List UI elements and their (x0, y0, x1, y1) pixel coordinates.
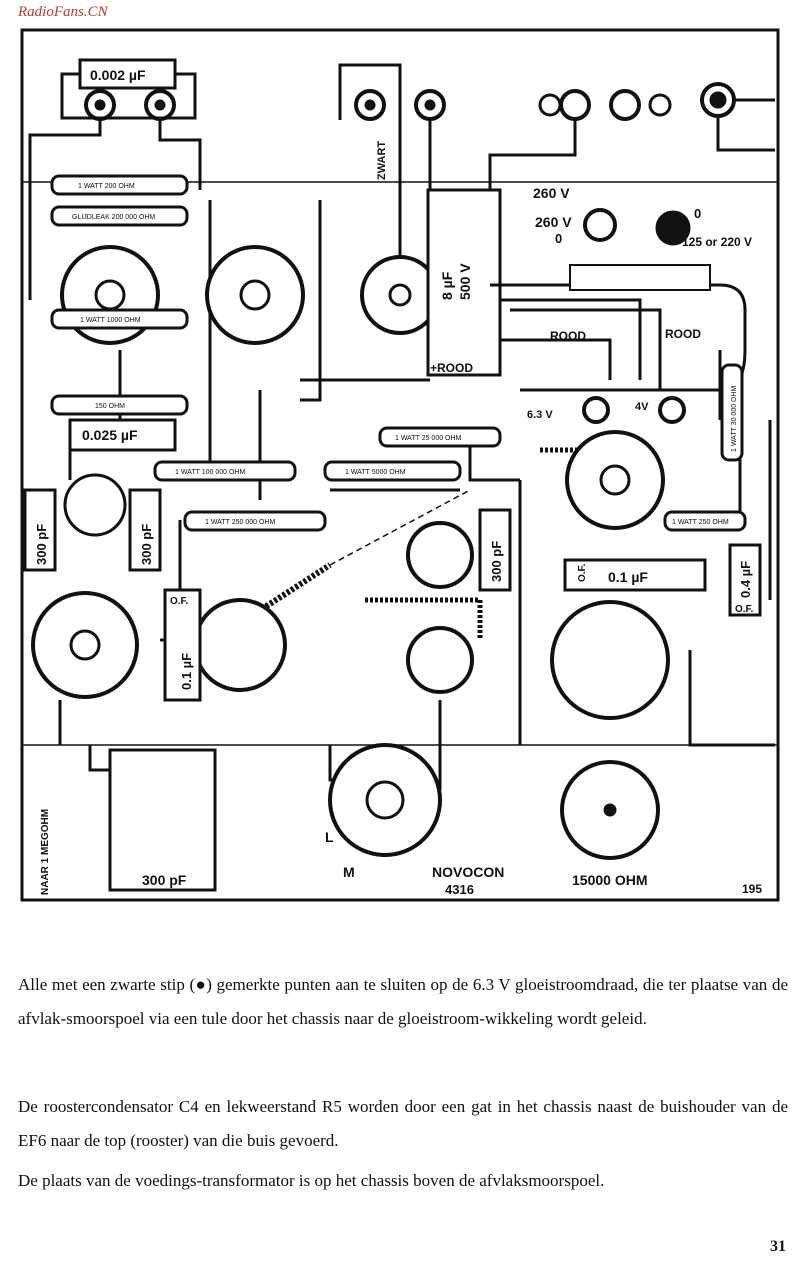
label-pin-m: M (343, 864, 355, 880)
wiring-diagram: 0.002 µF ZWART 260 V 260 V 0 0 125 or 22… (20, 28, 780, 902)
label-260v-mid: 260 V (535, 214, 572, 230)
label-r-200: 1 WATT 200 OHM (78, 183, 135, 190)
label-r-100000: 1 WATT 100 000 OHM (175, 469, 245, 476)
label-pin-l: L (325, 829, 334, 845)
label-zero-mid: 0 (555, 231, 562, 246)
lamp-2 (658, 396, 686, 424)
label-01uf-left: 0.1 µF (179, 653, 194, 690)
label-rood-1: ROOD (550, 329, 586, 343)
top-terminals (60, 58, 775, 152)
label-r-glijdlek: GLIJDLEAK 200 000 OHM (72, 214, 155, 221)
valve-socket-7 (550, 600, 670, 720)
label-zero-right: 0 (694, 206, 701, 221)
label-mains: 125 or 220 V (682, 235, 752, 249)
label-pot-15000: 15000 OHM (572, 872, 647, 888)
trimmer-disk-1 (583, 208, 617, 242)
label-r-150: 150 OHM (95, 403, 125, 410)
label-01uf-mid: 0.1 µF (608, 569, 648, 585)
valve-socket-5 (406, 521, 474, 589)
label-04uf: 0.4 µF (738, 561, 753, 598)
label-500v: 500 V (457, 263, 473, 300)
valve-socket-6 (406, 626, 474, 694)
valve-socket-4 (193, 598, 287, 692)
label-rood-2: ROOD (665, 327, 701, 341)
lamp-1 (582, 396, 610, 424)
label-of-right: O.F. (735, 604, 754, 615)
label-r-25000: 1 WATT 25 000 OHM (395, 435, 462, 442)
label-8uf: 8 µF (439, 271, 455, 300)
label-fig-number: 195 (742, 882, 762, 896)
label-r-30000: 1 WATT 30 000 OHM (731, 385, 738, 452)
resistors (50, 174, 747, 532)
label-novocon: NOVOCON (432, 864, 504, 880)
label-300pf-2: 300 pF (139, 524, 154, 565)
label-r-5000: 1 WATT 5000 OHM (345, 469, 406, 476)
capacitors (23, 418, 762, 892)
label-r-1000: 1 WATT 1000 OHM (80, 317, 141, 324)
label-zwart: ZWART (376, 141, 388, 180)
label-c-0025: 0.025 µF (82, 427, 138, 443)
coil-socket (63, 473, 127, 537)
label-r-250000: 1 WATT 250 000 OHM (205, 519, 275, 526)
label-rood-plus: +ROOD (430, 361, 473, 375)
chassis-outline (20, 28, 780, 902)
caption-paragraph-1: Alle met een zwarte stip (●) gemerkte pu… (18, 975, 788, 1028)
label-260v-top: 260 V (533, 185, 570, 201)
label-r-250-right: 1 WATT 250 OHM (672, 519, 729, 526)
label-4v: 4V (635, 401, 649, 413)
label-naar: NAAR 1 MEGOHM (40, 809, 51, 895)
caption-paragraph-3: De plaats van de voedings-transformator … (18, 1171, 605, 1190)
page-number: 31 (770, 1238, 786, 1255)
caption-paragraph-2: De roostercondensator C4 en lekweerstand… (18, 1097, 788, 1150)
label-300pf-1: 300 pF (34, 524, 49, 565)
watermark: RadioFans.CN (18, 4, 108, 20)
trimmer-disk-2 (655, 210, 691, 246)
label-of-mid: O.F. (577, 563, 588, 582)
valve-sockets (31, 208, 691, 860)
diagram-labels: 0.002 µF ZWART 260 V 260 V 0 0 125 or 22… (34, 67, 762, 897)
label-300pf-bottom: 300 pF (142, 872, 187, 888)
label-novocon-number: 4316 (445, 882, 474, 897)
label-of-left: O.F. (170, 596, 189, 607)
label-300pf-3: 300 pF (489, 541, 504, 582)
label-c-top: 0.002 µF (90, 67, 146, 83)
label-6-3v: 6.3 V (527, 409, 553, 421)
